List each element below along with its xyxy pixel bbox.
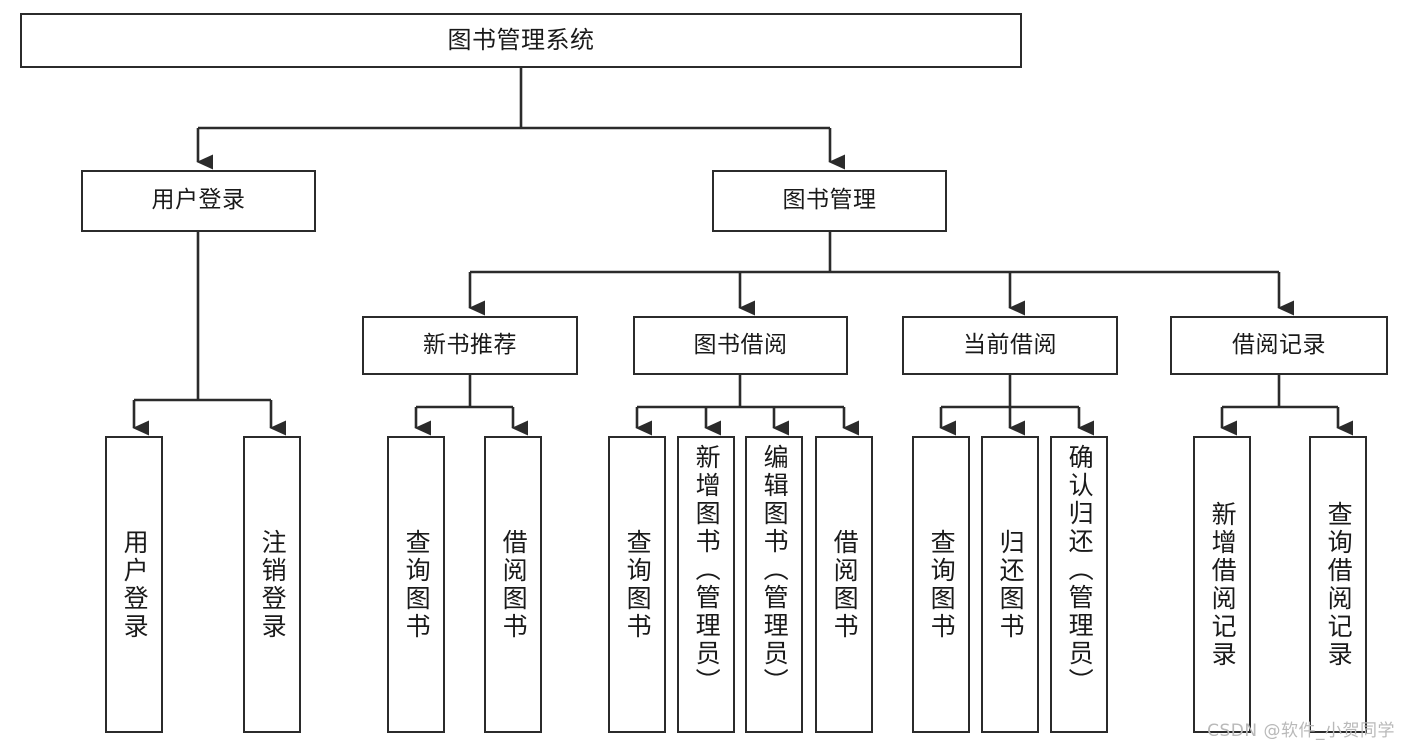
- leaf-borrow-book[interactable]: 借阅图书: [815, 436, 873, 733]
- node-label: 用户登录: [120, 528, 150, 641]
- leaf-user-login[interactable]: 用户登录: [105, 436, 163, 733]
- node-label: 新增图书（管理员）: [692, 444, 722, 696]
- node-label: 借阅图书: [499, 528, 529, 641]
- node-label: 新书推荐: [423, 331, 517, 358]
- node-borrow-record[interactable]: 借阅记录: [1170, 316, 1388, 375]
- leaf-borrow-book-recommend[interactable]: 借阅图书: [484, 436, 542, 733]
- leaf-query-borrow-record[interactable]: 查询借阅记录: [1309, 436, 1367, 733]
- node-label: 编辑图书（管理员）: [760, 444, 790, 696]
- leaf-edit-book-admin[interactable]: 编辑图书（管理员）: [745, 436, 803, 733]
- node-label: 新增借阅记录: [1208, 500, 1238, 669]
- node-label: 归还图书: [996, 528, 1026, 641]
- node-label: 图书管理系统: [447, 26, 595, 55]
- leaf-confirm-return-admin[interactable]: 确认归还（管理员）: [1050, 436, 1108, 733]
- node-label: 查询图书: [623, 528, 653, 641]
- node-label: 查询借阅记录: [1324, 500, 1354, 669]
- node-label: 确认归还（管理员）: [1065, 444, 1095, 696]
- csdn-watermark: CSDN @软件_小贺同学: [1207, 721, 1395, 741]
- leaf-query-book-current[interactable]: 查询图书: [912, 436, 970, 733]
- node-root-book-management-system[interactable]: 图书管理系统: [20, 13, 1022, 68]
- leaf-add-borrow-record[interactable]: 新增借阅记录: [1193, 436, 1251, 733]
- leaf-query-book-borrow[interactable]: 查询图书: [608, 436, 666, 733]
- node-label: 查询图书: [402, 528, 432, 641]
- node-label: 查询图书: [927, 528, 957, 641]
- node-label: 借阅图书: [830, 528, 860, 641]
- leaf-add-book-admin[interactable]: 新增图书（管理员）: [677, 436, 735, 733]
- leaf-return-book[interactable]: 归还图书: [981, 436, 1039, 733]
- node-book-management[interactable]: 图书管理: [712, 170, 947, 232]
- node-label: 借阅记录: [1232, 331, 1326, 358]
- node-book-borrow[interactable]: 图书借阅: [633, 316, 848, 375]
- node-new-book-recommend[interactable]: 新书推荐: [362, 316, 578, 375]
- node-label: 注销登录: [258, 528, 288, 641]
- node-label: 图书借阅: [693, 331, 788, 358]
- node-user-login[interactable]: 用户登录: [81, 170, 316, 232]
- node-label: 当前借阅: [963, 331, 1057, 358]
- leaf-logout[interactable]: 注销登录: [243, 436, 301, 733]
- node-label: 用户登录: [151, 187, 246, 214]
- leaf-query-book-recommend[interactable]: 查询图书: [387, 436, 445, 733]
- node-current-borrow[interactable]: 当前借阅: [902, 316, 1118, 375]
- node-label: 图书管理: [782, 187, 877, 214]
